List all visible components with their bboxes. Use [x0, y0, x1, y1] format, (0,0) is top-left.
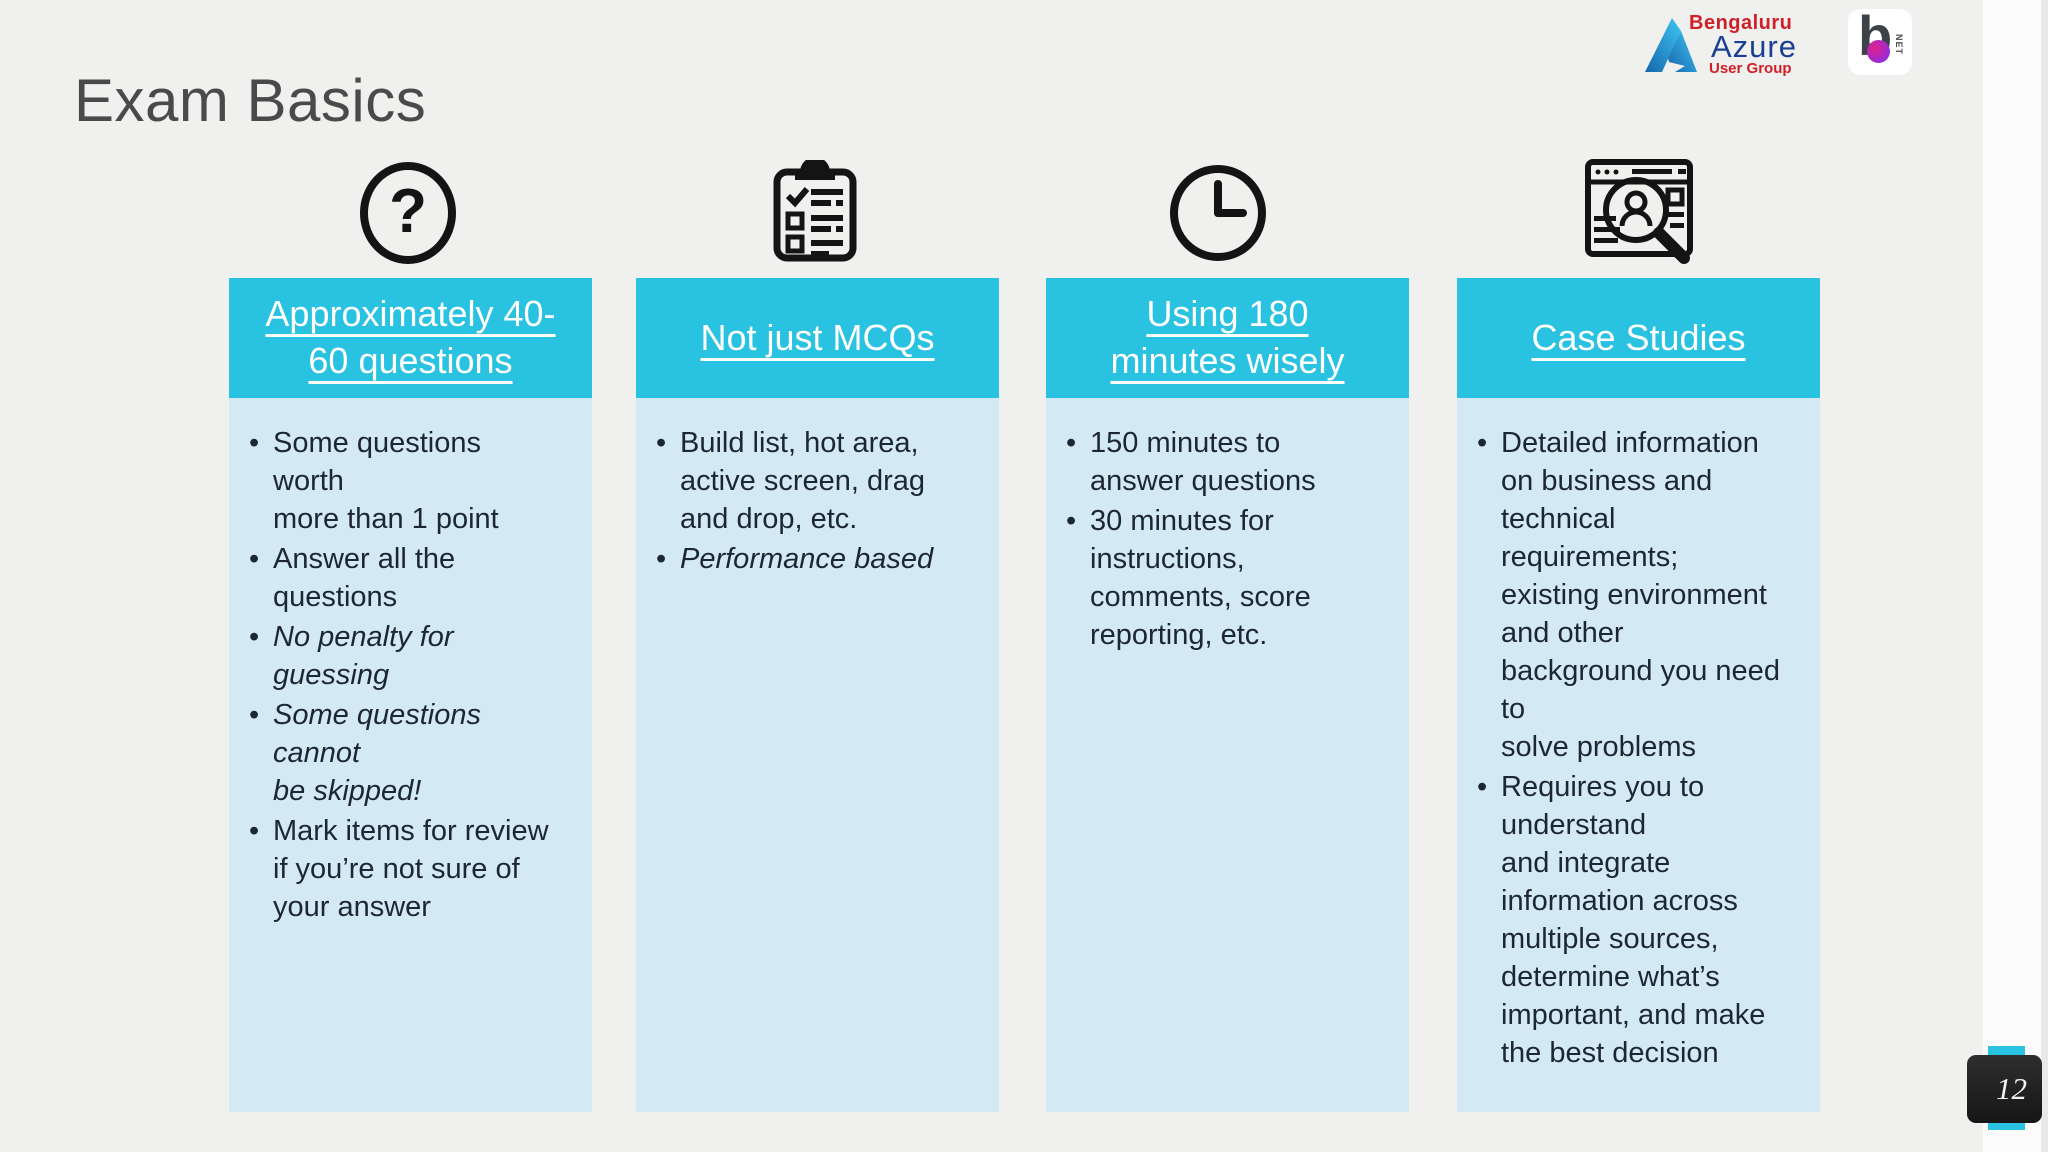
list-item: • 30 minutes for instructions, comments, … [1066, 502, 1395, 654]
slide-right-margin [1983, 0, 2048, 1152]
list-item: • Some questions cannot be skipped! [249, 696, 578, 810]
bullet-marker: • [249, 543, 260, 575]
list-item: • Requires you to understand and integrat… [1477, 768, 1806, 1072]
bullet-text: Requires you to understand and integrate… [1501, 771, 1766, 1069]
column-header-text: Approximately 40- 60 questions [265, 293, 556, 381]
svg-text:?: ? [389, 177, 427, 246]
checklist-clipboard-icon [773, 160, 857, 262]
column-body: • 150 minutes to answer questions • 30 min… [1046, 398, 1409, 1112]
bdotnet-logo: b NET [1848, 4, 1912, 75]
column-approx-questions: Approximately 40- 60 questions • Some que… [229, 278, 592, 1112]
list-item: • Some questions worth more than 1 point [249, 424, 578, 538]
page-number: 12 [1996, 1071, 2027, 1106]
bullet-text: Detailed information on business and tec… [1501, 427, 1780, 763]
column-header: Approximately 40- 60 questions [229, 278, 592, 398]
list-item: • Mark items for review if you’re not sur… [249, 812, 578, 926]
bullet-marker: • [249, 621, 260, 653]
page-number-badge: 12 [1967, 1055, 2042, 1123]
bullet-text: 150 minutes to answer questions [1090, 427, 1316, 497]
bullet-marker: • [1477, 427, 1488, 459]
list-item: • Detailed information on business and te… [1477, 424, 1806, 766]
column-using-180-minutes: Using 180 minutes wisely • 150 minutes to… [1046, 278, 1409, 1112]
column-not-just-mcqs: Not just MCQs • Build list, hot area, act… [636, 278, 999, 1112]
azure-a-icon [1645, 18, 1697, 72]
column-case-studies: Case Studies • Detailed information on bu… [1457, 278, 1820, 1112]
list-item: • No penalty for guessing [249, 618, 578, 694]
bullet-text: 30 minutes for instructions, comments, s… [1090, 505, 1311, 651]
column-body: • Build list, hot area, active screen, dr… [636, 398, 999, 1112]
list-item: • Build list, hot area, active screen, dr… [656, 424, 985, 538]
case-study-search-icon [1585, 159, 1693, 264]
column-header-text: Using 180 minutes wisely [1110, 293, 1345, 381]
bullet-marker: • [249, 699, 260, 731]
bullet-text: Some questions worth more than 1 point [273, 427, 499, 535]
slide-right-edge [2041, 0, 2048, 1152]
column-header: Case Studies [1457, 278, 1820, 398]
bullet-text: No penalty for guessing [273, 621, 454, 691]
bullet-marker: • [249, 815, 260, 847]
azure-logo-city: Bengaluru [1689, 12, 1793, 34]
bullet-text: Some questions cannot be skipped! [273, 699, 481, 807]
list-item: • Answer all the questions [249, 540, 578, 616]
azure-logo-subtitle: User Group [1709, 60, 1792, 77]
bullet-text: Build list, hot area, active screen, dra… [680, 427, 926, 535]
azure-logo-name: Azure [1711, 29, 1797, 64]
column-body: •Some questions worth more than 1 point … [229, 398, 592, 1112]
list-item: • Performance based [656, 540, 985, 578]
bullet-text: Performance based [680, 543, 934, 575]
bullet-marker: • [656, 543, 667, 575]
column-header-text: Case Studies [1531, 316, 1746, 358]
bullet-text: Answer all the questions [273, 543, 456, 613]
bullet-marker: • [1066, 505, 1077, 537]
column-header-text: Not just MCQs [700, 316, 935, 358]
bullet-marker: • [1066, 427, 1077, 459]
bdotnet-net-label: NET [1894, 34, 1904, 55]
list-item: • 150 minutes to answer questions [1066, 424, 1395, 500]
bdotnet-gradient-dot-icon [1867, 40, 1890, 63]
bengaluru-azure-logo: Bengaluru Azure User Group [1645, 10, 1820, 77]
bullet-text: Mark items for review if you’re not sure… [273, 815, 549, 923]
bullet-marker: • [656, 427, 667, 459]
bullet-marker: • [249, 427, 260, 459]
bullet-marker: • [1477, 771, 1488, 803]
clock-icon [1170, 165, 1266, 261]
column-header: Not just MCQs [636, 278, 999, 398]
slide-title: Exam Basics [74, 67, 427, 134]
column-body: • Detailed information on business and te… [1457, 398, 1820, 1112]
question-circle-icon: ? [360, 162, 456, 264]
column-header: Using 180 minutes wisely [1046, 278, 1409, 398]
